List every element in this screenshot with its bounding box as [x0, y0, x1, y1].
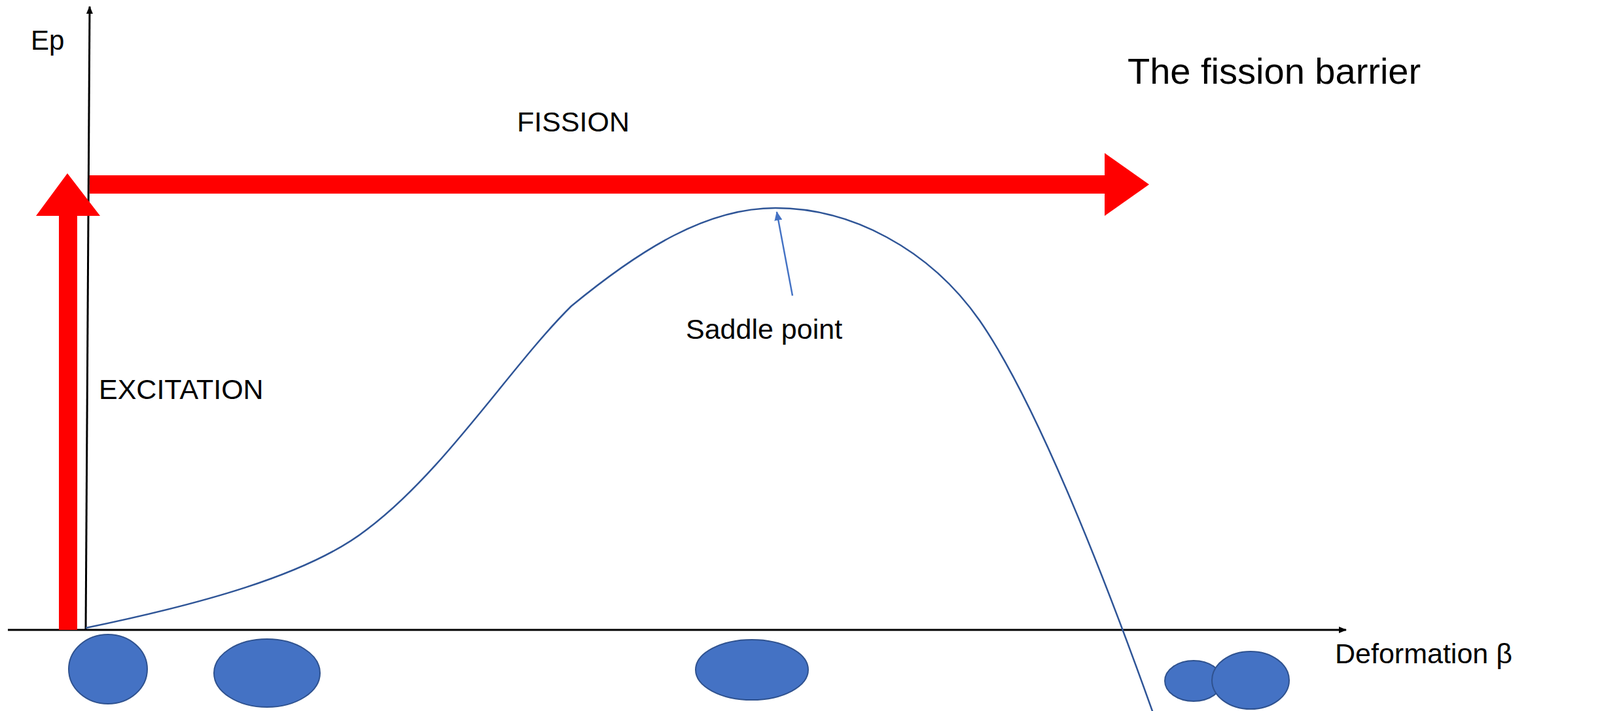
leader-line: [776, 212, 793, 296]
y-axis: [85, 6, 90, 631]
axis-label: Ep: [30, 24, 65, 57]
excitation-arrow: [35, 173, 101, 631]
arrow-label: FISSION: [516, 106, 630, 139]
barrier-curve: [85, 208, 1154, 711]
x-axis: [7, 629, 1347, 632]
arrow-label: EXCITATION: [98, 373, 264, 406]
fission-arrow: [89, 153, 1150, 216]
fragment-large: [1211, 651, 1290, 710]
deformed-nucleus: [213, 639, 320, 708]
spherical-nucleus: [68, 634, 148, 705]
axis-label: Deformation β: [1334, 638, 1513, 671]
diagram-title: The fission barrier: [1127, 50, 1421, 93]
saddle-nucleus: [695, 640, 809, 701]
callout-label: Saddle point: [685, 313, 843, 346]
